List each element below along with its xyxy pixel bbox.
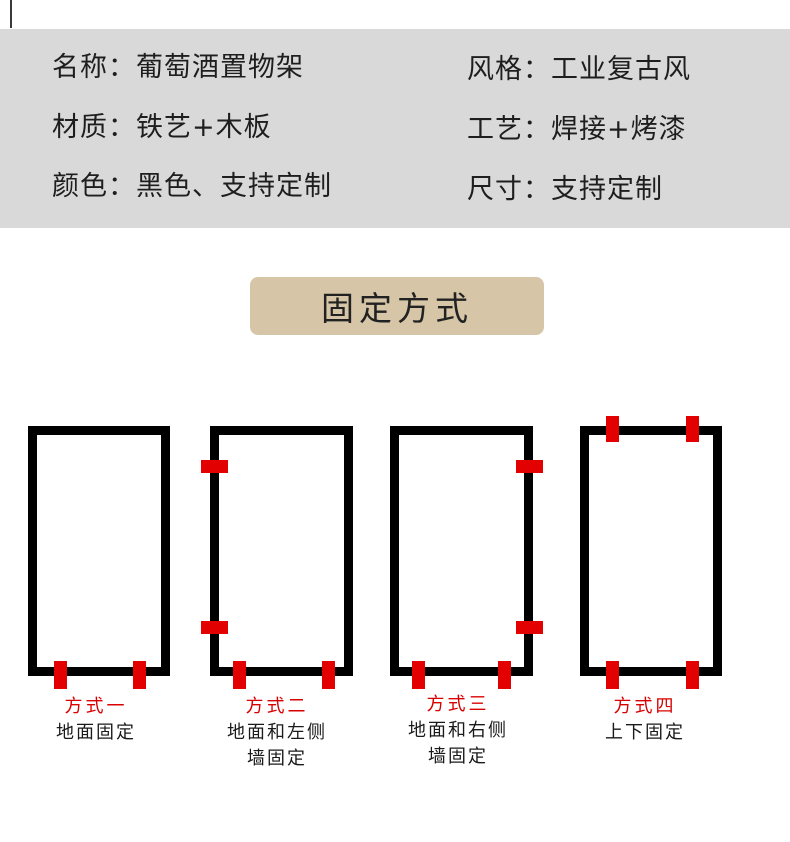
spec-size-value: 支持定制 bbox=[551, 174, 663, 205]
anchor-marker bbox=[686, 661, 699, 689]
spec-material-key: 材质： bbox=[52, 112, 136, 143]
spec-material: 材质：铁艺+木板 bbox=[52, 111, 272, 145]
caption-method-2: 方式二 地面和左侧 墙固定 bbox=[187, 694, 367, 772]
method-label: 方式三 bbox=[426, 694, 490, 715]
anchor-marker bbox=[322, 661, 335, 689]
caption-method-4: 方式四 上下固定 bbox=[555, 694, 735, 746]
caption-method-1: 方式一 地面固定 bbox=[6, 694, 186, 746]
method-desc: 地面和左侧 bbox=[227, 722, 327, 743]
spec-name-value: 葡萄酒置物架 bbox=[136, 52, 304, 83]
method-desc: 地面和右侧 bbox=[408, 720, 508, 741]
spec-name-key: 名称： bbox=[52, 52, 136, 83]
caption-method-3: 方式三 地面和右侧 墙固定 bbox=[368, 692, 548, 770]
anchor-marker bbox=[498, 661, 511, 689]
anchor-marker bbox=[606, 416, 619, 442]
spec-size: 尺寸：支持定制 bbox=[467, 173, 663, 207]
spec-style: 风格：工业复古风 bbox=[467, 53, 691, 87]
method-label: 方式一 bbox=[64, 696, 128, 717]
method-desc: 墙固定 bbox=[247, 748, 307, 769]
spec-color: 颜色：黑色、支持定制 bbox=[52, 170, 332, 204]
spec-size-key: 尺寸： bbox=[467, 174, 551, 205]
frame-method-4 bbox=[580, 426, 722, 676]
spec-name: 名称：葡萄酒置物架 bbox=[52, 51, 304, 85]
spec-panel: 名称：葡萄酒置物架 风格：工业复古风 材质：铁艺+木板 工艺：焊接+烤漆 颜色：… bbox=[0, 29, 790, 228]
anchor-marker bbox=[54, 661, 67, 689]
frame-method-2 bbox=[210, 426, 353, 676]
anchor-marker bbox=[133, 661, 146, 689]
anchor-marker bbox=[606, 661, 619, 689]
anchor-marker bbox=[412, 661, 425, 689]
spec-style-key: 风格： bbox=[467, 54, 551, 85]
method-desc: 上下固定 bbox=[605, 722, 685, 743]
anchor-marker bbox=[516, 460, 543, 473]
top-divider-line bbox=[10, 0, 12, 28]
anchor-marker bbox=[686, 416, 699, 442]
anchor-marker bbox=[201, 460, 228, 473]
method-label: 方式四 bbox=[613, 696, 677, 717]
spec-style-value: 工业复古风 bbox=[551, 54, 691, 85]
frame-method-3 bbox=[390, 426, 533, 676]
method-desc: 地面固定 bbox=[56, 722, 136, 743]
spec-color-value: 黑色、支持定制 bbox=[136, 171, 332, 202]
method-label: 方式二 bbox=[245, 696, 309, 717]
spec-material-value: 铁艺+木板 bbox=[136, 112, 272, 143]
frame-method-1 bbox=[28, 426, 170, 676]
method-desc: 墙固定 bbox=[428, 746, 488, 767]
section-title: 固定方式 bbox=[321, 289, 473, 328]
spec-craft-value: 焊接+烤漆 bbox=[551, 114, 687, 145]
spec-color-key: 颜色： bbox=[52, 171, 136, 202]
spec-craft-key: 工艺： bbox=[467, 114, 551, 145]
anchor-marker bbox=[201, 621, 228, 634]
section-title-box: 固定方式 bbox=[250, 277, 544, 335]
anchor-marker bbox=[233, 661, 246, 689]
spec-craft: 工艺：焊接+烤漆 bbox=[467, 113, 687, 147]
anchor-marker bbox=[516, 621, 543, 634]
